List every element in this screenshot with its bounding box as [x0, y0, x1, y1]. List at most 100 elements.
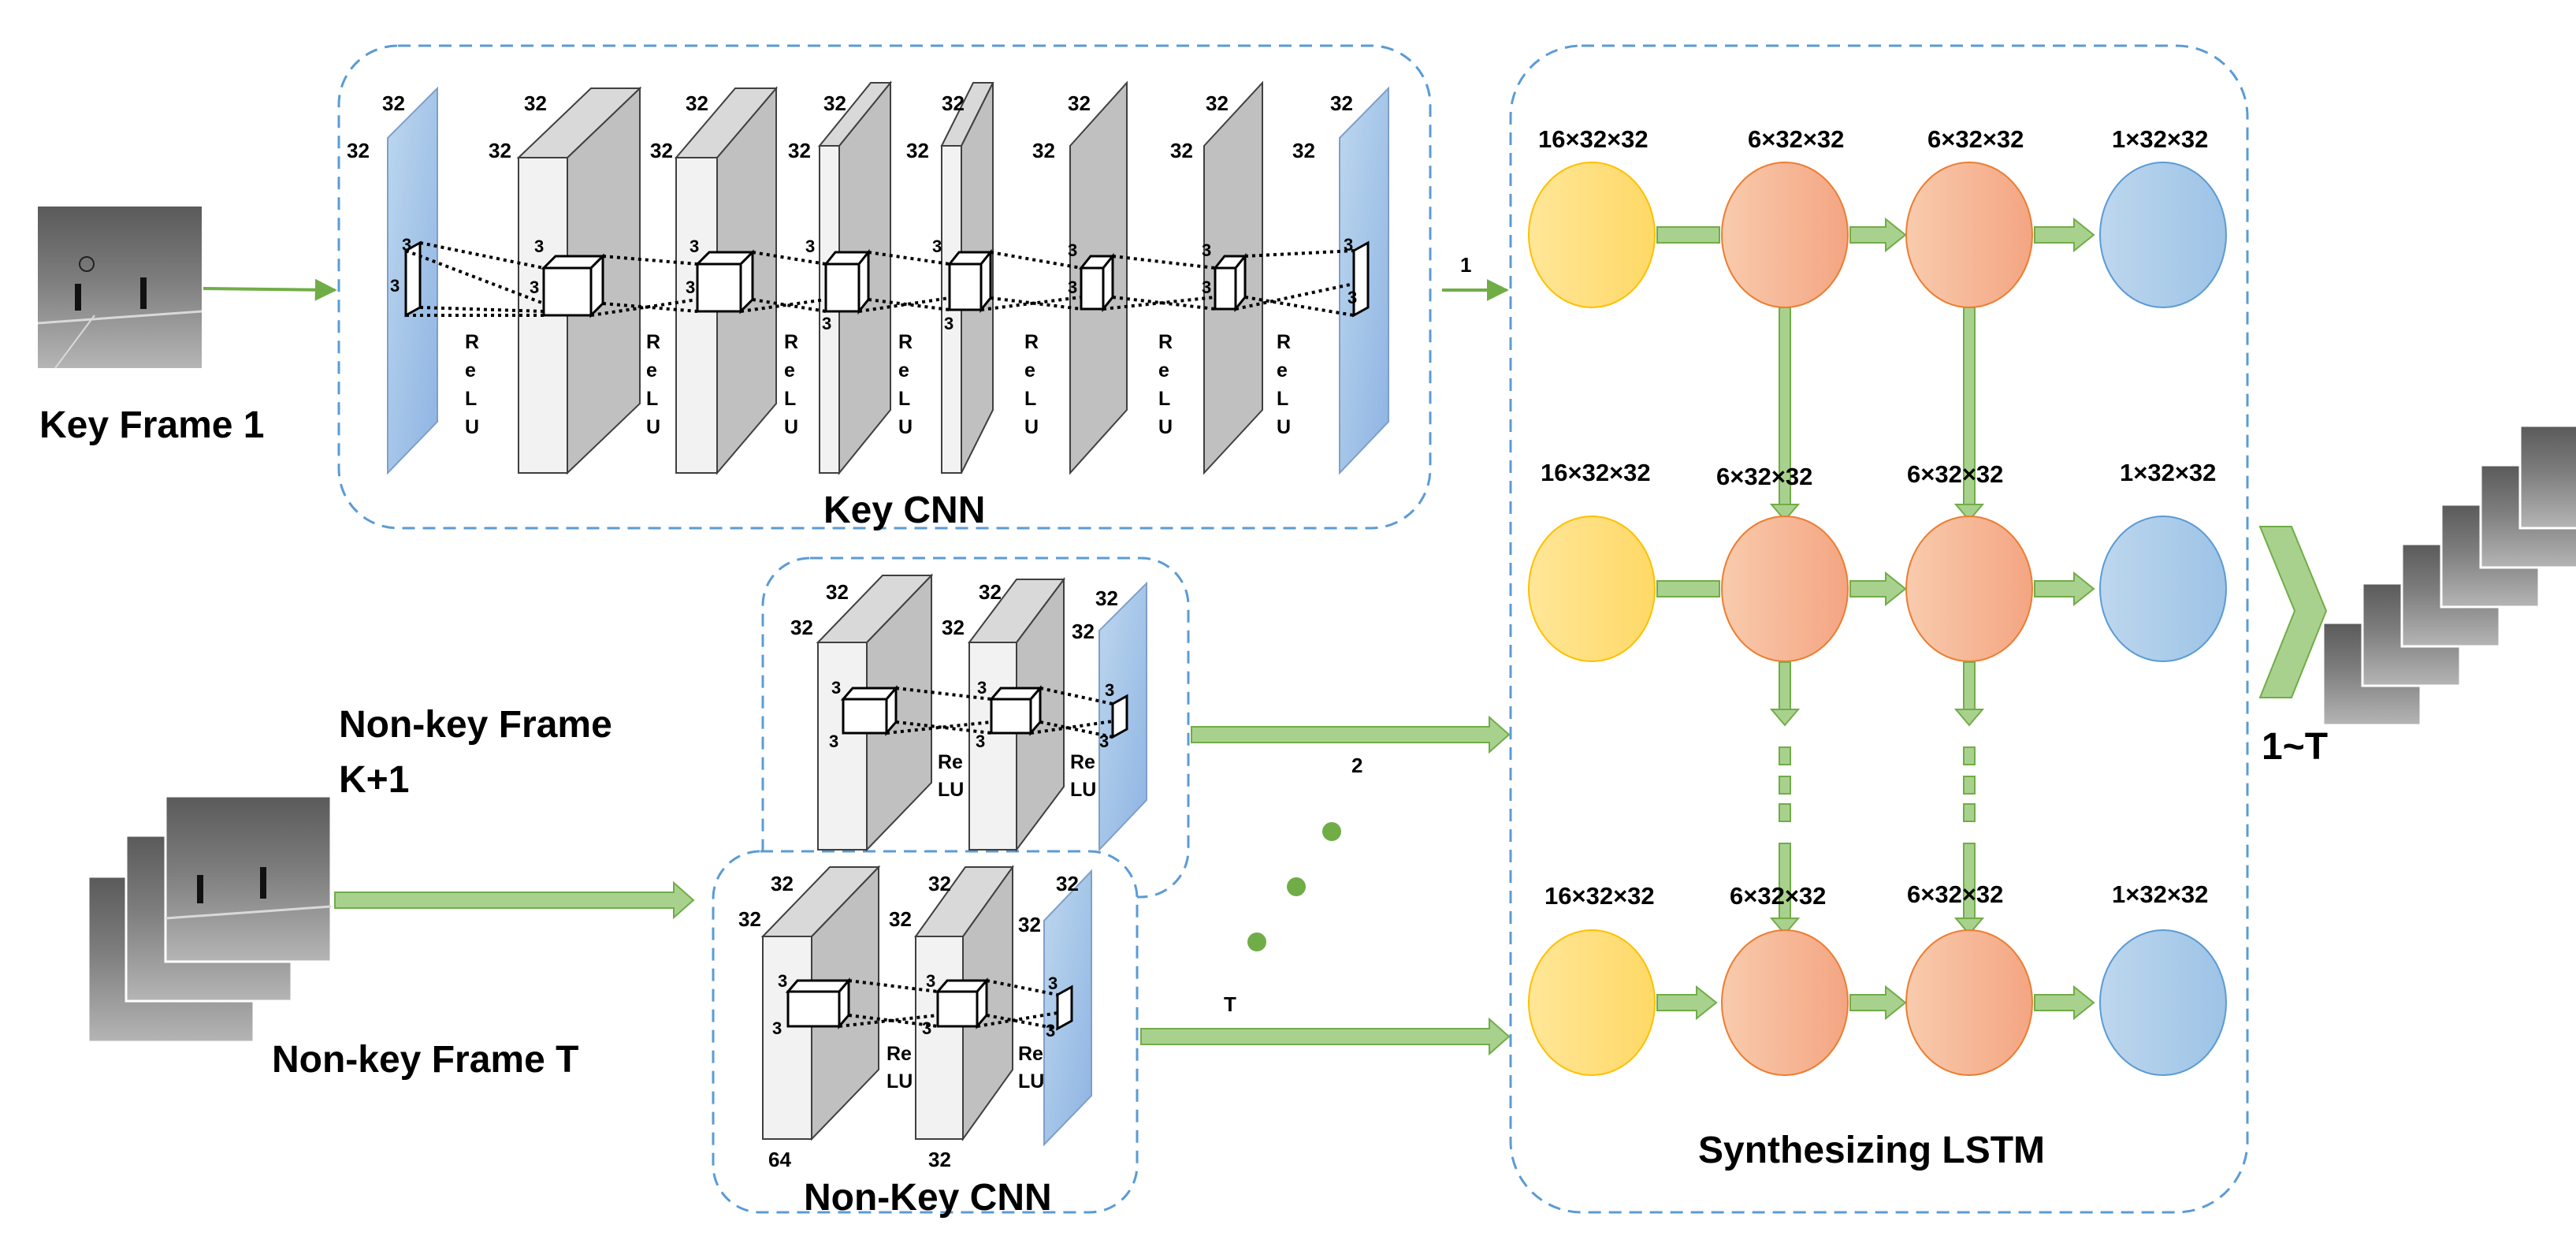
dim-label: 3 — [932, 236, 942, 256]
horizontal-arrow — [1849, 985, 1907, 1021]
receptive-field-lines — [886, 687, 1113, 739]
node-dim-label: 6×32×32 — [1716, 463, 1812, 490]
dim-label: 3 — [530, 277, 539, 297]
input-node — [1528, 162, 1656, 308]
conv-layer-top — [674, 87, 779, 158]
dim-label: 3 — [1068, 277, 1077, 297]
output-frame-stack — [2321, 424, 2576, 727]
dim-label: 3 — [822, 314, 831, 333]
arrow-2-label: 2 — [1351, 754, 1362, 777]
conv-layer-top — [968, 579, 1065, 643]
dim-label: 3 — [690, 236, 699, 256]
relu-label: Re — [938, 751, 963, 773]
dim-label: 32 — [1206, 91, 1229, 115]
dim-label: 3 — [922, 1018, 931, 1038]
conv-layer-top — [914, 866, 1014, 937]
dim-label: 3 — [772, 1018, 782, 1038]
lstm-grid: 16×32×32 6×32×32 6×32×32 1×32×32 16×32×3… — [1528, 125, 2227, 1076]
non-key-frame-k-label: Non-key Frame — [339, 704, 612, 746]
dim-label: 32 — [788, 139, 811, 162]
dim-label: 3 — [778, 971, 787, 991]
dim-label: 3 — [1099, 731, 1109, 751]
lstm-row: 16×32×32 6×32×32 6×32×32 1×32×32 — [1528, 880, 2227, 1076]
horizontal-arrow — [1849, 217, 1907, 253]
dim-label: 32 — [771, 872, 794, 895]
conv-layer-front — [675, 157, 718, 474]
dim-label: 32 — [1072, 620, 1095, 643]
node-dim-label: 1×32×32 — [2112, 125, 2208, 153]
output-patch — [1352, 240, 1370, 318]
kernel-cube — [988, 684, 1043, 737]
node-dim-label: 6×32×32 — [1730, 882, 1826, 910]
dim-label: 32 — [1018, 913, 1041, 936]
dim-label: 3 — [402, 235, 411, 255]
dim-label: 32 — [1068, 91, 1091, 115]
kernel-cube — [1212, 252, 1248, 313]
lstm-row: 16×32×32 6×32×32 6×32×32 1×32×32 — [1528, 459, 2227, 662]
key-frame-label: Key Frame 1 — [39, 404, 265, 446]
arrow-1-label: 1 — [1460, 253, 1471, 277]
dim-label: 3 — [977, 678, 987, 698]
dim-label: 64 — [768, 1148, 791, 1171]
arrow-t-label: T — [1224, 992, 1236, 1016]
dim-label: 3 — [831, 678, 841, 698]
dim-label: 32 — [650, 139, 673, 162]
hidden-node — [1721, 516, 1849, 662]
relu-label: LU — [887, 1070, 913, 1093]
non-key-frame-k-label-2: K+1 — [339, 759, 409, 801]
output-node — [2099, 162, 2227, 308]
output-node — [2099, 516, 2227, 662]
dim-label: 3 — [686, 277, 695, 297]
dim-label: 3 — [1202, 277, 1211, 297]
dim-label: 32 — [889, 907, 912, 931]
conv-layer-top — [817, 82, 893, 147]
lstm-row: 16×32×32 6×32×32 6×32×32 1×32×32 — [1528, 125, 2227, 308]
dim-label: 32 — [790, 616, 813, 639]
node-dim-label: 6×32×32 — [1907, 460, 2003, 488]
receptive-field-lines — [838, 979, 1058, 1030]
input-node — [1528, 516, 1656, 662]
dim-label: 3 — [926, 971, 935, 991]
hidden-node — [1721, 162, 1849, 308]
output-patch — [1056, 985, 1073, 1031]
dim-label: 3 — [976, 731, 985, 751]
ellipsis-dot — [1247, 932, 1266, 951]
ellipsis-dot — [1322, 822, 1341, 841]
conv-layer-top — [516, 87, 642, 158]
input-node — [1528, 929, 1656, 1076]
non-key-cnn-label: Non-Key CNN — [804, 1177, 1052, 1219]
horizontal-arrow — [1656, 580, 1720, 597]
dim-label: 3 — [1046, 1021, 1055, 1040]
conv-layer-top — [760, 866, 881, 937]
dim-label: 3 — [1068, 240, 1077, 260]
node-dim-label: 1×32×32 — [2112, 880, 2208, 908]
relu-label: Re — [1070, 751, 1095, 773]
vertical-arrows — [1769, 307, 1985, 936]
dim-label: 32 — [826, 580, 849, 604]
output-node — [2099, 929, 2227, 1076]
relu-label: Re — [887, 1043, 912, 1065]
dim-label: 32 — [1292, 139, 1315, 162]
ellipsis-dot — [1287, 877, 1306, 896]
kernel-cube — [694, 249, 756, 315]
key-frame-image — [37, 207, 203, 369]
horizontal-arrow — [2034, 985, 2095, 1021]
kernel-cube — [1078, 252, 1116, 313]
non-key-frame-t-label: Non-key Frame T — [272, 1039, 578, 1081]
node-dim-label: 6×32×32 — [1927, 125, 2024, 153]
output-chevron — [2258, 526, 2328, 698]
relu-label: LU — [1018, 1070, 1044, 1093]
dim-label: 3 — [805, 236, 815, 256]
horizontal-arrow — [1849, 571, 1907, 607]
dim-label: 3 — [1202, 240, 1211, 260]
dim-label: 3 — [829, 731, 838, 751]
non-key-bottom-to-lstm-arrow — [1140, 1017, 1511, 1056]
hidden-node — [1905, 929, 2033, 1076]
relu-label: LU — [1070, 779, 1096, 801]
hidden-node — [1905, 162, 2033, 308]
dim-label: 3 — [1105, 680, 1114, 700]
